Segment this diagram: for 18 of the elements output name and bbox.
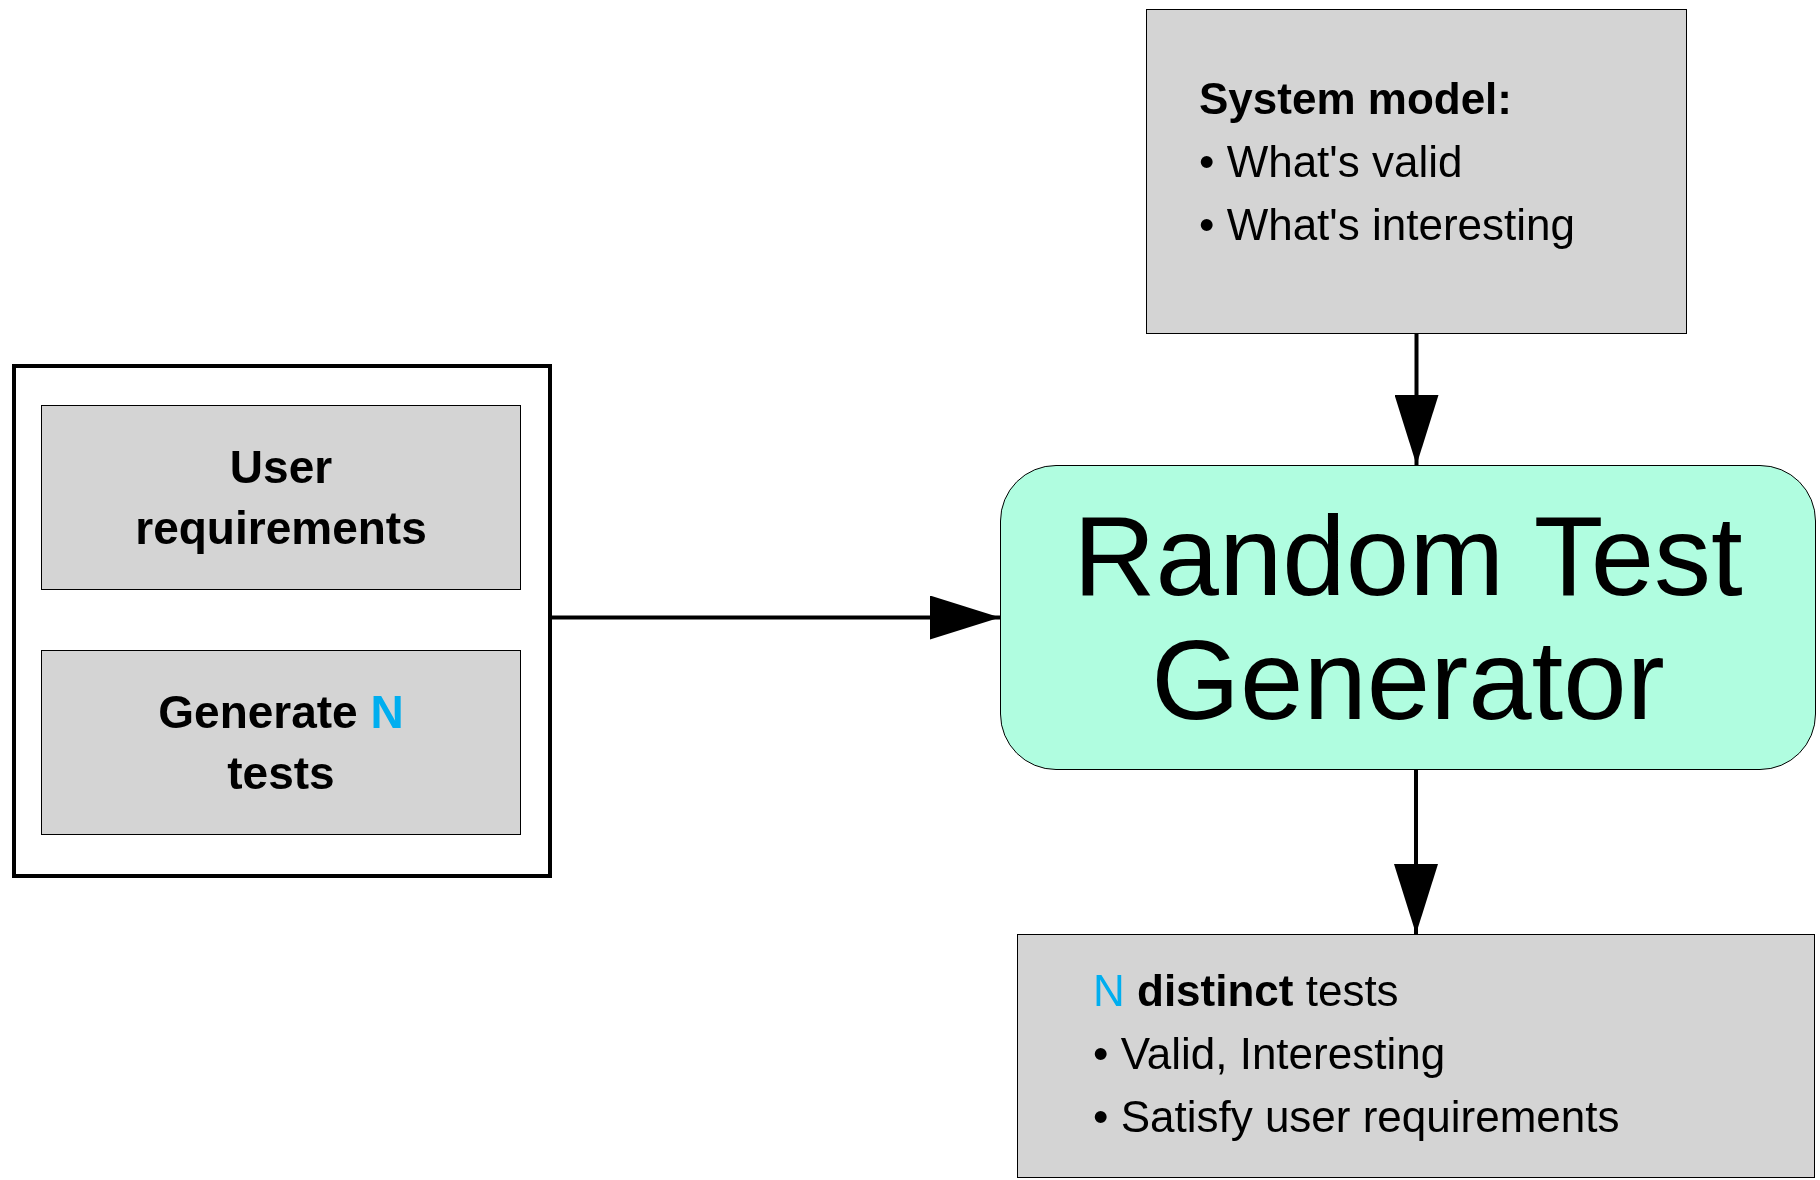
arrow [1394,334,1439,465]
node-text: Random Test Generator [1072,493,1744,742]
node-text: Generate N tests [157,684,405,801]
bullet-item: • Valid, Interesting [1093,1028,1447,1080]
bullet-item: • Satisfy user requirements [1093,1091,1621,1143]
bullet-item: • What's valid [1199,136,1464,188]
process-box [1146,9,1687,334]
arrow [1394,770,1438,934]
node-text: User requirements [134,439,428,556]
group-box [12,364,552,878]
arrow [552,595,1000,640]
bullet-item: • What's interesting [1199,199,1576,251]
process-box [41,405,521,590]
process-box [1017,934,1815,1178]
process-box [41,650,521,835]
rounded-box [1000,465,1816,770]
heading-text: System model: [1199,73,1513,125]
heading-text: N distinct tests [1093,965,1400,1017]
